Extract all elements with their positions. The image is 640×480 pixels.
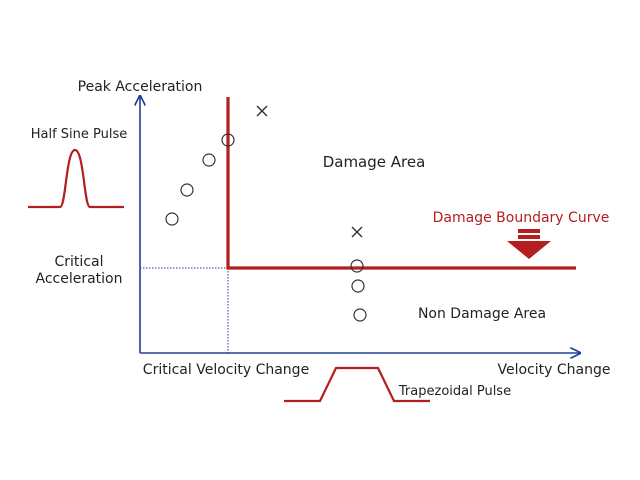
critical-acceleration-label-line1: Critical — [55, 254, 104, 270]
trapezoidal-pulse-label: Trapezoidal Pulse — [398, 384, 511, 399]
test-point-circle — [353, 308, 367, 322]
test-point-circle — [221, 133, 235, 147]
damage-boundary-curve-label: Damage Boundary Curve — [433, 210, 610, 226]
test-point-circle — [351, 279, 365, 293]
test-point-circle — [202, 153, 216, 167]
half-sine-pulse-label: Half Sine Pulse — [31, 127, 128, 142]
test-point-circle — [350, 259, 364, 273]
damage-point-cross — [256, 105, 268, 117]
y-axis-label: Peak Acceleration — [78, 79, 203, 95]
test-point-circle — [180, 183, 194, 197]
test-point-circle — [165, 212, 179, 226]
damage-point-cross — [351, 226, 363, 238]
boundary-down-arrow-icon — [507, 229, 551, 259]
x-axis-label: Velocity Change — [498, 362, 611, 378]
damage-area-label: Damage Area — [323, 153, 426, 171]
half-sine-pulse-icon — [28, 148, 124, 209]
critical-acceleration-label-line2: Acceleration — [36, 271, 123, 287]
trapezoidal-pulse-icon — [284, 366, 430, 403]
non-damage-area-label: Non Damage Area — [418, 306, 546, 322]
critical-velocity-change-label: Critical Velocity Change — [143, 362, 309, 378]
damage-boundary-curve — [226, 97, 576, 270]
